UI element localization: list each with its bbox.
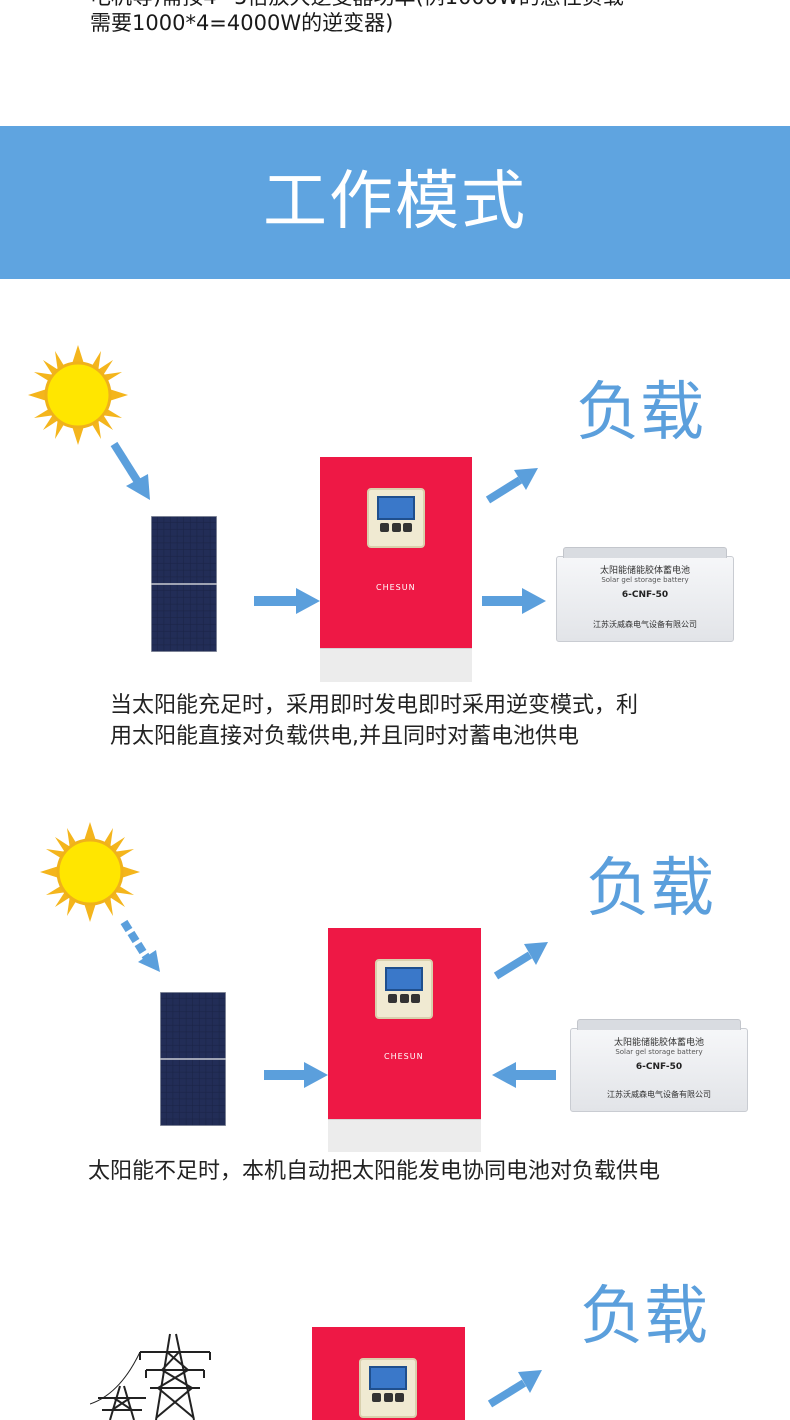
battery-lid <box>577 1019 741 1030</box>
load-label: 负载 <box>580 1280 708 1354</box>
battery: 太阳能储能胶体蓄电池 Solar gel storage battery 6-C… <box>556 547 734 642</box>
panel-buttons <box>380 523 412 532</box>
arrow-right-icon <box>482 588 546 614</box>
battery-title: 太阳能储能胶体蓄电池 <box>613 1038 704 1048</box>
sun-icon <box>28 345 128 445</box>
mode-2-desc-line-1: 太阳能不足时，本机自动把太阳能发电协同电池对负载供电 <box>88 1159 661 1184</box>
battery-maker: 江苏沃威森电气设备有限公司 <box>607 1090 711 1099</box>
inverter-control-panel <box>359 1358 417 1418</box>
battery-subtitle: Solar gel storage battery <box>601 576 689 584</box>
battery-maker: 江苏沃威森电气设备有限公司 <box>593 620 697 629</box>
arrow-left-icon <box>492 1062 556 1088</box>
intro-line-2: 需要1000*4=4000W的逆变器) <box>90 11 394 35</box>
load-label: 负载 <box>576 376 704 450</box>
inverter-control-panel <box>367 488 425 548</box>
section-title: 工作模式 <box>263 165 527 239</box>
battery-model: 6-CNF-50 <box>635 1062 683 1072</box>
arrow-up-right-icon <box>493 942 548 980</box>
section-header-band <box>0 126 790 279</box>
battery-lid <box>563 547 727 558</box>
intro-text: 电机等)需按4~5倍放大逆变器功率(例1000W的感性负载 需要1000*4=4… <box>90 0 750 36</box>
arrow-right-icon <box>254 588 320 614</box>
battery-subtitle: Solar gel storage battery <box>615 1048 703 1056</box>
inverter-base <box>328 1119 481 1152</box>
panel-buttons <box>388 994 420 1003</box>
mode-1-desc-line-2: 用太阳能直接对负载供电,并且同时对蓄电池供电 <box>110 724 579 749</box>
inverter-device: CHESUN <box>328 928 481 1152</box>
sun-icon <box>40 822 140 922</box>
panel-buttons <box>372 1393 404 1402</box>
mode-1-description: 当太阳能充足时，采用即时发电即时采用逆变模式，利 用太阳能直接对负载供电,并且同… <box>110 690 750 752</box>
inverter-logo: CHESUN <box>376 583 416 592</box>
load-label: 负载 <box>586 852 714 926</box>
inverter-device: CHESUN <box>320 457 472 682</box>
lcd-screen <box>377 496 415 520</box>
lcd-screen <box>369 1366 407 1390</box>
solar-panel-icon <box>160 992 226 1126</box>
battery-title: 太阳能储能胶体蓄电池 <box>599 566 690 576</box>
arrow-up-right-icon <box>487 1370 542 1408</box>
mode-2-description: 太阳能不足时，本机自动把太阳能发电协同电池对负载供电 <box>88 1156 778 1187</box>
inverter-control-panel <box>375 959 433 1019</box>
arrow-up-right-icon <box>485 468 538 504</box>
inverter-base <box>320 648 472 682</box>
inverter-logo: CHESUN <box>384 1052 424 1061</box>
lcd-screen <box>385 967 423 991</box>
power-tower-icon <box>90 1333 211 1420</box>
weak-sunlight-arrow-icon <box>120 919 160 972</box>
solar-panel-icon <box>151 516 217 652</box>
mode-1-desc-line-1: 当太阳能充足时，采用即时发电即时采用逆变模式，利 <box>110 693 639 718</box>
sunlight-arrow-icon <box>110 441 150 500</box>
arrow-right-icon <box>264 1062 328 1088</box>
battery-model: 6-CNF-50 <box>621 590 669 600</box>
intro-line-1: 电机等)需按4~5倍放大逆变器功率(例1000W的感性负载 <box>90 0 750 10</box>
battery: 太阳能储能胶体蓄电池 Solar gel storage battery 6-C… <box>570 1019 748 1112</box>
inverter-device <box>312 1327 465 1420</box>
